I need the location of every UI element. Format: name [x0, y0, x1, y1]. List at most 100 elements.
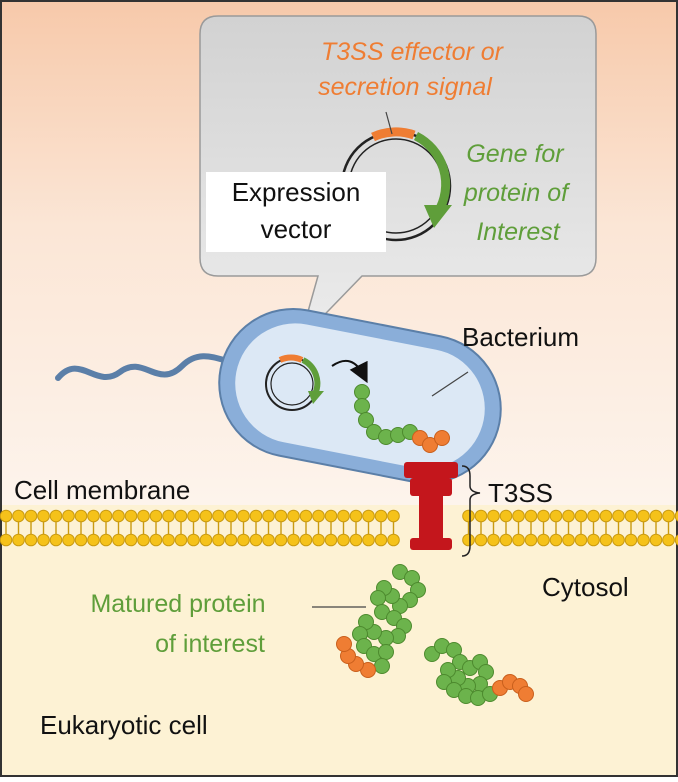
bacterium: [218, 308, 502, 484]
lipid-head: [624, 533, 638, 547]
amino-acid-bead: [358, 412, 374, 428]
lipid-head: [262, 533, 275, 547]
lipid-head: [112, 533, 125, 547]
amino-acid-bead: [354, 398, 370, 414]
lipid-head: [524, 533, 538, 547]
lipid-head: [324, 509, 338, 523]
amino-acid-bead: [374, 658, 390, 674]
lipid-head: [99, 533, 113, 547]
lipid-head: [349, 509, 363, 523]
amino-acid-bead: [370, 590, 386, 606]
expression-vector-callout: T3SS effector or secretion signal Expres…: [199, 15, 597, 341]
gene-of-interest-segment: [413, 131, 451, 215]
lipid-head: [512, 533, 525, 547]
lipid-head: [212, 509, 225, 523]
lipid-head: [99, 509, 113, 523]
cytosol-label: Cytosol: [542, 572, 629, 602]
signal-label-line2: secretion signal: [318, 73, 493, 101]
lipid-head: [549, 533, 563, 547]
lipid-head: [12, 509, 25, 523]
lipid-head: [74, 533, 88, 547]
lipid-head: [24, 533, 38, 547]
amino-acid-bead: [354, 384, 370, 400]
lipid-head: [287, 509, 300, 523]
lipid-head: [62, 509, 75, 523]
amino-acid-bead: [336, 636, 352, 652]
lipid-head: [149, 533, 163, 547]
cell-membrane-label: Cell membrane: [14, 475, 190, 505]
lipid-head: [462, 533, 475, 547]
matured-protein-label-line1: Matured protein: [90, 590, 265, 618]
nascent-protein-chain: [354, 384, 450, 453]
lipid-head: [387, 509, 400, 523]
lipid-head: [474, 509, 488, 523]
lipid-head: [562, 533, 575, 547]
lipid-head: [37, 533, 50, 547]
lipid-head: [387, 533, 400, 547]
lipid-head: [49, 509, 63, 523]
lipid-head: [674, 510, 678, 522]
lipid-head: [549, 509, 563, 523]
eukaryotic-cell-label: Eukaryotic cell: [40, 710, 208, 740]
lipid-head: [662, 509, 675, 523]
lipid-head: [299, 509, 313, 523]
signal-label-line1: T3SS effector or: [321, 38, 505, 66]
lipid-head: [599, 533, 613, 547]
bacterium-pointer-line: [431, 371, 469, 397]
lipid-head: [587, 509, 600, 523]
lipid-head: [562, 509, 575, 523]
matured-protein-2: [424, 638, 534, 706]
cell-membrane-bilayer: [0, 509, 678, 547]
lipid-head: [662, 533, 675, 547]
lipid-head: [24, 509, 38, 523]
lipid-head: [624, 509, 638, 523]
lipid-head: [224, 533, 238, 547]
lipid-head: [574, 509, 588, 523]
lipid-head: [212, 533, 225, 547]
lipid-head: [112, 509, 125, 523]
lipid-head: [512, 509, 525, 523]
vector-label-line2: vector: [261, 214, 332, 244]
lipid-head: [324, 533, 338, 547]
lipid-head: [612, 509, 625, 523]
lipid-head: [137, 533, 150, 547]
lipid-head: [162, 533, 175, 547]
vector-label-box: [206, 172, 386, 252]
matured-protein-1: [336, 564, 426, 678]
lipid-head: [12, 533, 25, 547]
lipid-head: [612, 533, 625, 547]
lipid-head: [312, 509, 325, 523]
matured-protein-label-line2: of interest: [155, 630, 265, 658]
lipid-head: [274, 533, 288, 547]
lipid-head: [499, 509, 513, 523]
gene-label-line2: protein of: [463, 179, 571, 207]
amino-acid-bead: [378, 644, 394, 660]
lipid-head: [187, 509, 200, 523]
amino-acid-bead: [422, 437, 438, 453]
lipid-head: [274, 509, 288, 523]
lipid-head: [487, 533, 500, 547]
lipid-head: [249, 509, 263, 523]
lipid-head: [262, 509, 275, 523]
lipid-head: [362, 509, 375, 523]
lipid-head: [574, 533, 588, 547]
lipid-head: [37, 509, 50, 523]
lipid-head: [87, 509, 100, 523]
flagellum: [55, 353, 227, 381]
lipid-head: [149, 509, 163, 523]
secretion-signal-segment: [371, 127, 416, 142]
lipid-head: [249, 533, 263, 547]
lipid-head: [237, 509, 250, 523]
lipid-head: [124, 533, 138, 547]
gene-label-line3: Interest: [476, 218, 560, 246]
gene-label-line1: Gene for: [466, 140, 565, 168]
lipid-head: [312, 533, 325, 547]
lipid-head: [599, 509, 613, 523]
lipid-head: [299, 533, 313, 547]
lipid-head: [187, 533, 200, 547]
lipid-head: [62, 533, 75, 547]
lipid-head: [0, 533, 13, 547]
